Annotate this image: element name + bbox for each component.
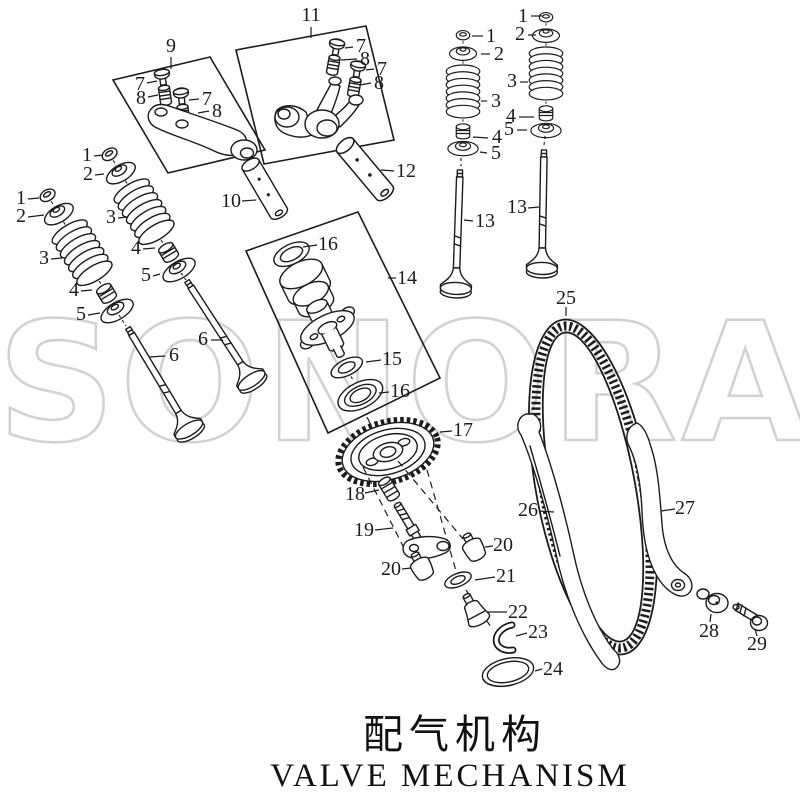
valve-13b xyxy=(525,149,561,279)
callout-26: 26 xyxy=(518,499,538,521)
callout-6: 6 xyxy=(198,328,208,350)
seal-ring-24 xyxy=(481,657,535,688)
callout-5: 5 xyxy=(491,142,501,164)
adjuster-18 xyxy=(377,476,401,502)
lever-19 xyxy=(402,535,451,560)
callout-1: 1 xyxy=(82,144,92,166)
callout-6: 6 xyxy=(169,344,179,366)
callout-5: 5 xyxy=(141,264,151,286)
rocker-box-9 xyxy=(111,56,267,174)
callout-7: 7 xyxy=(135,73,145,95)
callout-13: 13 xyxy=(475,210,495,232)
callout-16: 16 xyxy=(318,233,338,255)
callout-5: 5 xyxy=(76,303,86,325)
tensioner-guide-27 xyxy=(626,422,693,597)
callout-16: 16 xyxy=(390,380,410,402)
callout-4: 4 xyxy=(131,237,141,259)
chain-guide-26 xyxy=(517,413,621,671)
callout-3: 3 xyxy=(507,70,517,92)
valve-keeper-clip-23 xyxy=(492,621,517,654)
callout-11: 11 xyxy=(301,4,320,26)
callout-2: 2 xyxy=(515,23,525,45)
callout-3: 3 xyxy=(106,206,116,228)
axis-dash xyxy=(426,469,457,572)
callout-7: 7 xyxy=(202,88,212,110)
callout-29: 29 xyxy=(747,633,767,655)
callout-8: 8 xyxy=(360,48,370,70)
bolt-adjuster-pair-11a xyxy=(323,37,346,78)
callout-20: 20 xyxy=(493,534,513,556)
rocker-shaft-10 xyxy=(239,154,291,223)
callout-23: 23 xyxy=(528,621,548,643)
callout-14: 14 xyxy=(397,267,417,289)
callout-1: 1 xyxy=(518,5,528,27)
axis-dash xyxy=(362,466,409,557)
callout-1: 1 xyxy=(16,187,26,209)
valve-13a xyxy=(439,168,477,300)
callout-22: 22 xyxy=(508,601,528,623)
leader-lines xyxy=(27,15,758,672)
hex-bolt-29 xyxy=(732,602,769,632)
camshaft-box-14 xyxy=(244,211,442,435)
callout-25: 25 xyxy=(556,287,576,309)
callout-4: 4 xyxy=(506,105,516,127)
callout-1: 1 xyxy=(486,25,496,47)
axis-dash xyxy=(366,416,378,439)
callout-18: 18 xyxy=(345,483,365,505)
callout-8: 8 xyxy=(136,87,146,109)
axis-dash xyxy=(397,460,464,540)
valve-spring-stack-d xyxy=(528,11,564,139)
callout-5: 5 xyxy=(504,118,514,140)
bolt-adjuster-pair-9a xyxy=(153,67,175,107)
rocker-arm-intake xyxy=(274,76,364,139)
callout-8: 8 xyxy=(374,72,384,94)
callout-27: 27 xyxy=(675,497,695,519)
callout-2: 2 xyxy=(494,43,504,65)
callout-21: 21 xyxy=(496,565,516,587)
callout-7: 7 xyxy=(377,58,387,80)
camshaft-assembly xyxy=(273,241,384,412)
callout-15: 15 xyxy=(382,348,402,370)
axis-dash xyxy=(543,135,546,146)
washer-21 xyxy=(444,571,472,589)
valve-cap-20-right xyxy=(456,528,490,565)
callout-12: 12 xyxy=(396,160,416,182)
tappet-22 xyxy=(462,592,491,628)
callout-8: 8 xyxy=(212,100,222,122)
callout-10: 10 xyxy=(221,190,241,212)
callout-4: 4 xyxy=(492,126,502,148)
cam-sprocket xyxy=(335,416,441,488)
callout-labels: 9 11 7 8 7 8 7 8 7 8 10 12 1 2 3 4 5 1 2… xyxy=(16,4,767,680)
callout-19: 19 xyxy=(354,519,374,541)
callout-4: 4 xyxy=(69,279,79,301)
rocker-box-11 xyxy=(235,25,395,165)
callout-17: 17 xyxy=(453,419,473,441)
callout-24: 24 xyxy=(543,658,563,680)
callout-2: 2 xyxy=(16,205,26,227)
callout-20: 20 xyxy=(381,558,401,580)
title-chinese: 配气机构 xyxy=(363,712,547,758)
callout-7: 7 xyxy=(356,35,366,57)
tensioner-bolt-28 xyxy=(696,588,729,614)
rocker-arm-exhaust xyxy=(147,103,258,161)
axis-dash xyxy=(180,272,187,281)
callout-3: 3 xyxy=(491,90,501,112)
callout-9: 9 xyxy=(166,35,176,57)
callout-13: 13 xyxy=(507,196,527,218)
title-english: VALVE MECHANISM xyxy=(270,758,629,794)
axis-dash xyxy=(118,314,127,327)
callout-3: 3 xyxy=(39,247,49,269)
callout-2: 2 xyxy=(83,163,93,185)
callout-28: 28 xyxy=(699,620,719,642)
